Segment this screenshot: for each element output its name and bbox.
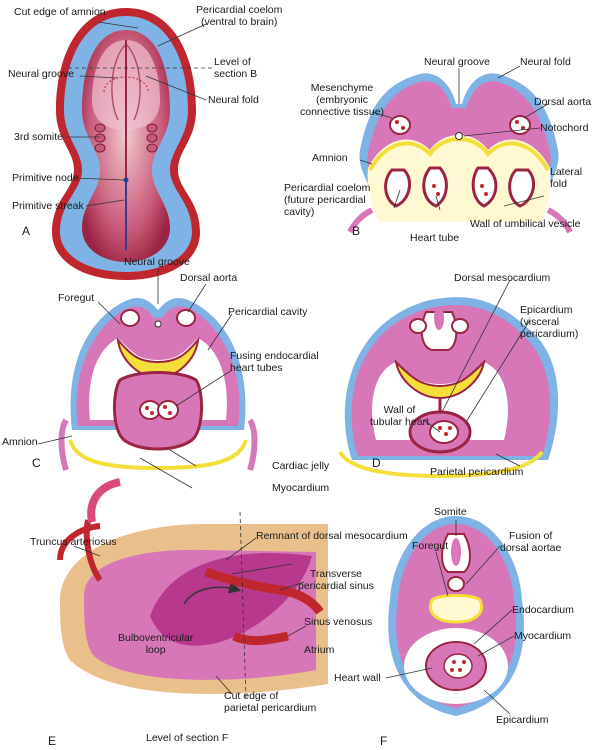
label-f-somite: Somite [434,506,467,518]
panel-c-cross-section [37,268,258,489]
panel-f-cross-section [385,516,524,716]
panel-a-embryo [52,8,212,280]
label-c-fusing-tubes: Fusing endocardial heart tubes [230,350,319,374]
label-a-level-section-b: Level of section B [214,56,258,80]
label-b-neural-groove: Neural groove [424,56,490,68]
label-f-myocardium: Myocardium [514,630,572,642]
label-a-neural-groove: Neural groove [8,68,74,80]
label-a-primitive-node: Primitive node [12,172,79,184]
label-e-cut-edge-parietal: Cut edge of parietal pericardium [224,690,317,714]
label-f-epicardium: Epicardium [496,714,549,726]
label-e-remnant-mesocardium: Remnant of dorsal mesocardium [256,530,408,542]
label-c-myocardium: Myocardium [272,482,330,494]
label-b-pericardial-coelom: Pericardial coelom (future pericardial c… [284,182,371,218]
label-d-dorsal-mesocardium: Dorsal mesocardium [454,272,551,284]
label-a-third-somite: 3rd somite [14,131,64,143]
panel-letter-d: D [372,456,381,470]
label-e-sinus-venosus: Sinus venosus [304,616,373,628]
panel-letter-a: A [22,224,31,238]
label-e-transverse-sinus: Transverse pericardial sinus [298,568,374,592]
label-c-foregut: Foregut [58,292,95,304]
label-c-dorsal-aorta: Dorsal aorta [180,272,238,284]
label-d-epicardium: Epicardium (visceral pericardium) [520,304,579,340]
panel-e-heart-loop [57,478,328,701]
label-c-cardiac-jelly: Cardiac jelly [272,460,330,472]
label-e-atrium: Atrium [304,644,335,656]
label-c-amnion: Amnion [2,436,38,448]
label-b-notochord: Notochord [540,122,589,134]
label-f-endocardium: Endocardium [512,604,574,616]
label-b-mesenchyme: Mesenchyme (embryonic connective tissue) [300,82,385,118]
label-c-neural-groove: Neural groove [124,256,190,268]
label-c-pericardial-cavity: Pericardial cavity [228,306,308,318]
label-b-neural-fold: Neural fold [520,56,571,68]
label-e-bulboventricular: Bulboventricular loop [118,632,194,656]
label-d-wall-tubular-heart: Wall of tubular heart [370,404,429,428]
label-e-level-section-f: Level of section F [146,732,229,744]
label-b-umbilical-vesicle: Wall of umbilical vesicle [470,218,581,230]
label-a-primitive-streak: Primitive streak [12,200,84,212]
label-e-truncus: Truncus arteriosus [30,536,117,548]
panel-b-cross-section [347,65,573,234]
label-a-neural-fold: Neural fold [208,94,259,106]
label-f-heart-wall: Heart wall [334,672,381,684]
panel-letter-f: F [380,734,388,748]
label-b-dorsal-aorta: Dorsal aorta [534,96,592,108]
panel-letter-b: B [352,224,361,238]
label-b-amnion: Amnion [312,152,348,164]
label-a-pericardial-coelom: Pericardial coelom (ventral to brain) [196,4,283,28]
label-d-parietal-pericardium: Parietal pericardium [430,466,524,478]
panel-d-cross-section [338,279,559,479]
label-f-fusion-aortae: Fusion of dorsal aortae [500,530,562,554]
panel-letter-c: C [32,456,41,470]
label-b-lateral-fold: Lateral fold [550,166,583,190]
label-f-foregut: Foregut [412,540,449,552]
panel-letter-e: E [48,734,57,748]
label-b-heart-tube: Heart tube [410,232,460,244]
label-a-cut-edge-amnion: Cut edge of amnion [14,6,106,18]
